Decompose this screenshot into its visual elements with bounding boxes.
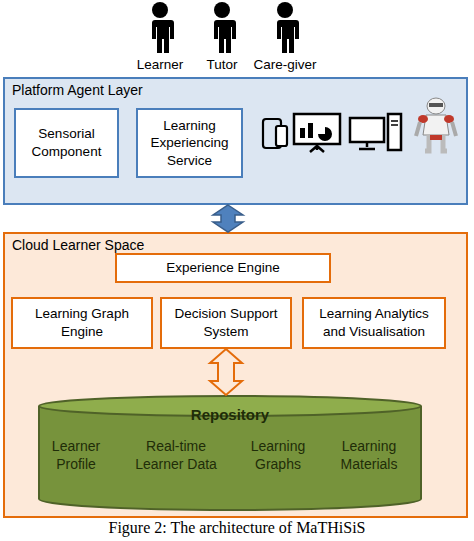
person-icon: [149, 2, 174, 53]
box-label: Experience Engine: [162, 259, 283, 277]
engine-box: Decision Support System: [160, 297, 292, 349]
person-head: [152, 2, 168, 18]
box-label: Sensorial Component: [16, 125, 117, 160]
role-label: Tutor: [206, 57, 237, 72]
repository-item: Learning Materials: [324, 438, 414, 473]
repository-item: Real-time Learner Data: [126, 438, 226, 473]
person-head: [214, 2, 230, 18]
layer-title: Platform Agent Layer: [12, 82, 143, 98]
repository-item: Learning Graphs: [238, 438, 318, 473]
person-icon: [274, 2, 299, 53]
layer-title: Cloud Learner Space: [12, 237, 144, 253]
block-arrow: [213, 205, 243, 232]
person-body: [149, 20, 174, 53]
layer-band: Cloud Learner SpaceExperience EngineLear…: [3, 232, 468, 518]
person-head: [277, 2, 293, 18]
box-label: Learning Experiencing Service: [138, 117, 241, 170]
layer-band: Platform Agent LayerSensorial Component L…: [3, 77, 468, 205]
person-body: [211, 20, 236, 53]
person-icon: [211, 2, 236, 53]
engine-box: Learning Graph Engine: [11, 297, 153, 349]
engine-box: Learning Analytics and Visualisation: [302, 297, 446, 349]
role-label: Care-giver: [253, 57, 316, 72]
cylinder-body: [39, 406, 421, 510]
block-arrow: [210, 349, 242, 395]
component-box: Learning Experiencing Service: [136, 108, 243, 178]
box-label: Learning Analytics and Visualisation: [304, 305, 444, 340]
person-body: [274, 20, 299, 53]
role-label: Learner: [137, 57, 184, 72]
engine-box: Experience Engine: [115, 253, 331, 283]
box-label: Decision Support System: [162, 305, 290, 340]
repository-heading: Repository: [150, 406, 310, 425]
figure-caption: Figure 2: The architecture of MaTHiSiS: [109, 519, 366, 537]
component-box: Sensorial Component: [14, 108, 119, 178]
box-label: Learning Graph Engine: [13, 305, 151, 340]
repository-item: Learner Profile: [40, 438, 112, 473]
repository-cylinder: RepositoryLearner Profile Real-time Learn…: [38, 395, 422, 511]
